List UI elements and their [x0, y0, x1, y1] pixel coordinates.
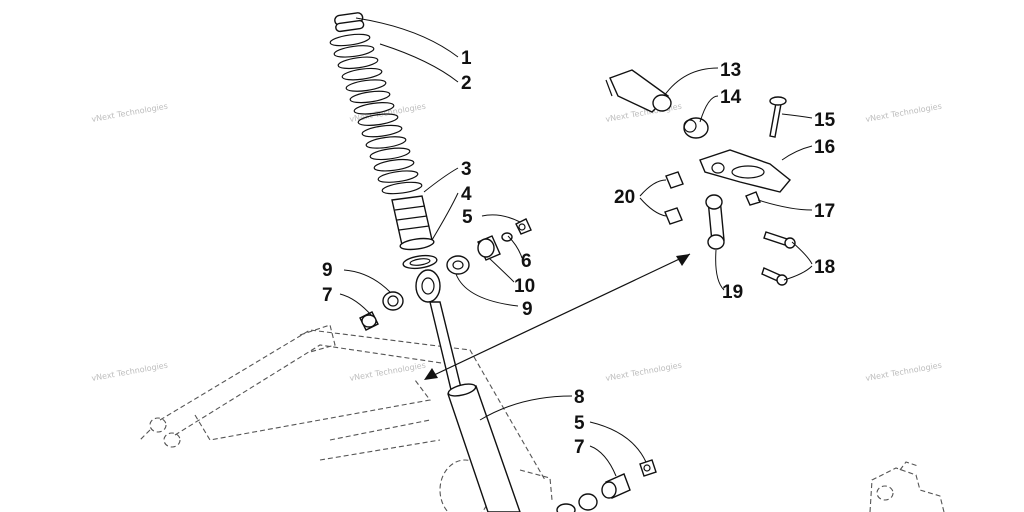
callout-5-lower: 5 — [574, 413, 585, 434]
watermark-text: vNext Technologies — [349, 361, 427, 383]
spring-coil — [365, 136, 407, 149]
callout-9-left: 9 — [322, 260, 333, 281]
callout-13: 13 — [720, 60, 741, 81]
spring-coil — [377, 170, 419, 183]
leader-lines — [339, 17, 813, 477]
spring-coil — [361, 124, 403, 138]
spring-coil — [329, 33, 371, 47]
callout-17: 17 — [814, 201, 835, 222]
spring-coil — [353, 102, 395, 115]
spring-coil — [369, 147, 411, 161]
spring-coil — [341, 67, 383, 81]
steering-knuckle-partial — [869, 461, 945, 512]
callouts: 1 2 3 4 5 6 10 9 9 7 8 5 7 13 14 15 16 1… — [322, 48, 836, 458]
callout-10: 10 — [514, 276, 535, 297]
callout-7-lower: 7 — [574, 437, 585, 458]
callout-2: 2 — [461, 73, 472, 94]
bump-stop — [391, 195, 435, 251]
watermark-text: vNext Technologies — [865, 102, 943, 124]
callout-9-right: 9 — [522, 299, 533, 320]
watermark-text: vNext Technologies — [605, 361, 683, 383]
watermark-text: vNext Technologies — [865, 361, 943, 383]
assembly-arrow — [424, 253, 691, 380]
spring-coil — [373, 158, 415, 172]
spring-coil — [357, 113, 399, 126]
callout-6: 6 — [521, 251, 532, 272]
upper-bushings — [359, 218, 532, 331]
sway-bar-linkage — [605, 69, 796, 286]
coil-spring — [329, 12, 423, 195]
callout-4: 4 — [461, 184, 472, 205]
callout-18: 18 — [814, 257, 835, 278]
callout-3: 3 — [461, 159, 472, 180]
watermark-text: vNext Technologies — [91, 102, 169, 124]
callout-14: 14 — [720, 87, 742, 108]
callout-5-upper: 5 — [462, 207, 473, 228]
callout-16: 16 — [814, 137, 835, 158]
callout-19: 19 — [722, 282, 743, 303]
callout-1: 1 — [461, 48, 472, 69]
spring-coil — [349, 90, 391, 104]
lower-bushings — [556, 459, 657, 512]
shock-absorber — [415, 269, 521, 512]
spring-coil — [333, 45, 375, 58]
spring-coil — [381, 181, 423, 195]
spring-coil — [345, 79, 387, 92]
callout-15: 15 — [814, 110, 836, 131]
callout-7-upper: 7 — [322, 285, 333, 306]
callout-8: 8 — [574, 387, 585, 408]
callout-20: 20 — [614, 187, 635, 208]
spring-coil — [337, 56, 379, 70]
washer — [402, 254, 438, 270]
watermark-text: vNext Technologies — [91, 361, 169, 383]
watermark-text: vNext Technologies — [349, 102, 427, 124]
